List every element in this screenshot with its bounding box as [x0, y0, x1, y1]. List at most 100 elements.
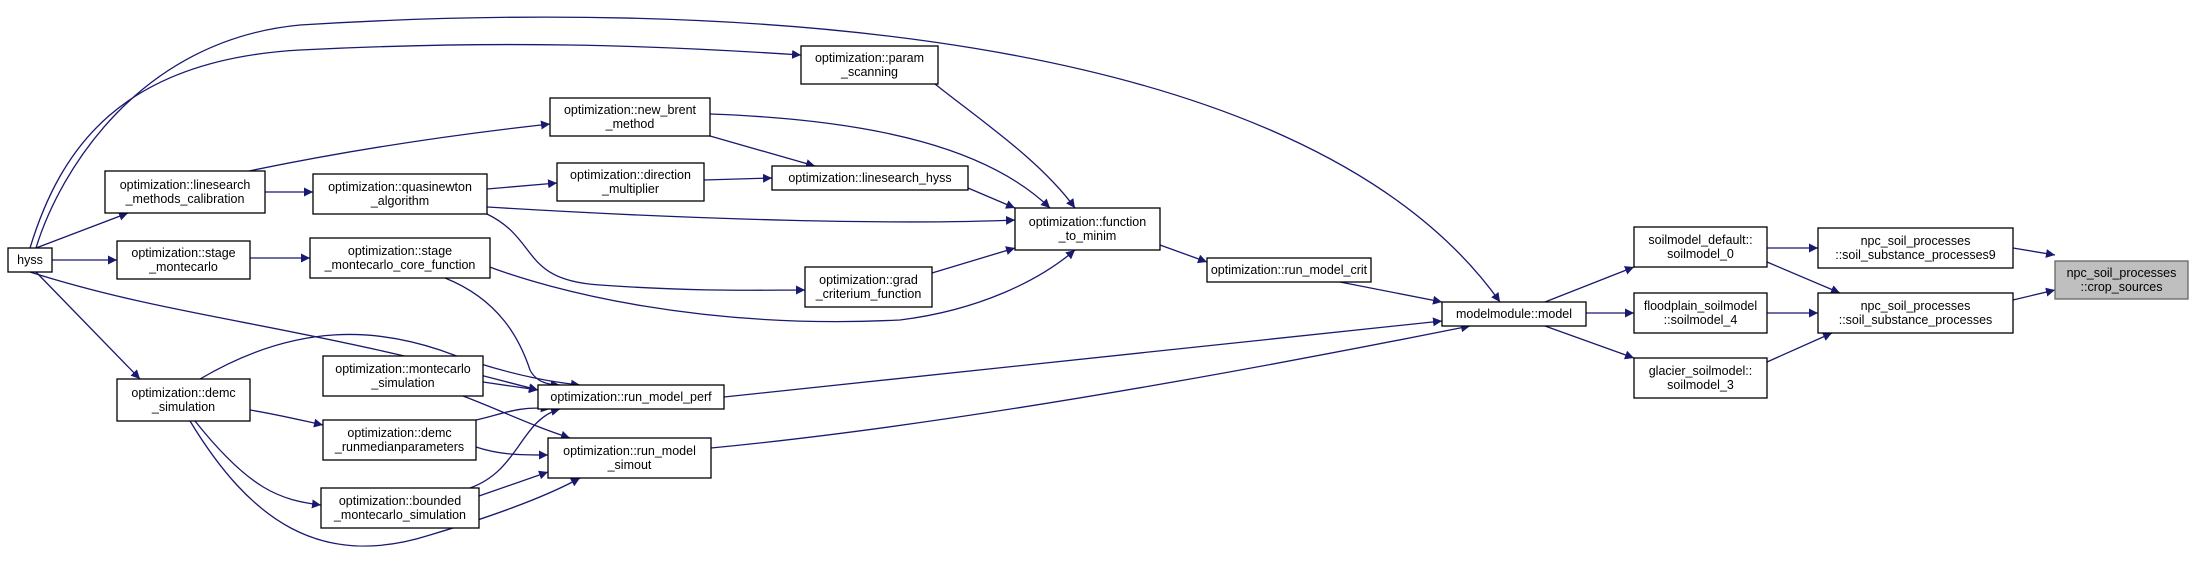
edge-demc_sim-to-bounded_mc	[194, 420, 322, 509]
node-label-line: _montecarlo	[148, 260, 218, 274]
edge-new_brent-to-ls_hyss	[709, 135, 816, 168]
node-quasinewton[interactable]: optimization::quasinewton_algorithm	[312, 173, 488, 215]
node-ls-hyss[interactable]: optimization::linesearch_hyss	[771, 165, 969, 191]
edge-quasinewton-to-direction	[486, 179, 558, 190]
node-box	[547, 437, 712, 479]
node-grad-crit[interactable]: optimization::grad_criterium_function	[804, 266, 933, 308]
node-label-line: _montecarlo_core_function	[324, 258, 476, 272]
node-box	[1014, 207, 1161, 251]
node-label-line: optimization::demc	[131, 386, 235, 400]
node-stage-mc-core[interactable]: optimization::stage_montecarlo_core_func…	[309, 237, 491, 279]
edge-soilmodel3-to-ssp	[1766, 332, 1833, 363]
node-label-line: optimization::function	[1029, 215, 1146, 229]
node-label-line: modelmodule::model	[1456, 307, 1572, 321]
node-label-line: optimization::stage	[348, 244, 452, 258]
node-ssp9[interactable]: npc_soil_processes::soil_substance_proce…	[1817, 227, 2014, 269]
node-label-line: soilmodel_default::	[1648, 233, 1752, 247]
node-model[interactable]: modelmodule::model	[1441, 301, 1587, 327]
edge-demc_sim-to-run_simout	[189, 420, 581, 547]
edge-mc_sim-to-run_simout	[462, 395, 571, 440]
node-box	[1817, 292, 2014, 334]
node-run-perf[interactable]: optimization::run_model_perf	[537, 384, 725, 410]
node-direction[interactable]: optimization::direction_multiplier	[556, 162, 705, 202]
node-soilmodel0[interactable]: soilmodel_default::soilmodel_0	[1633, 226, 1768, 268]
node-box	[1633, 226, 1768, 268]
node-label-line: optimization::demc	[347, 426, 451, 440]
node-crop[interactable]: npc_soil_processes::crop_sources	[2054, 260, 2189, 300]
node-box	[1441, 301, 1587, 327]
node-label-line: optimization::run_model_crit	[1211, 263, 1368, 277]
node-label-line: _multiplier	[601, 182, 659, 196]
node-func-minim[interactable]: optimization::function_to_minim	[1014, 207, 1161, 251]
node-soilmodel4[interactable]: floodplain_soilmodel::soilmodel_4	[1633, 292, 1768, 334]
node-box	[556, 162, 705, 202]
node-box	[1633, 357, 1768, 399]
node-box	[800, 45, 939, 85]
node-label-line: ::soil_substance_processes	[1839, 313, 1993, 327]
edge-soilmodel0-to-ssp	[1766, 261, 1841, 294]
node-box	[116, 378, 251, 422]
node-label-line: soilmodel_3	[1667, 378, 1734, 392]
edge-demc_run-to-run_perf	[475, 403, 551, 421]
node-label-line: soilmodel_0	[1667, 247, 1734, 261]
node-label-line: optimization::param	[815, 51, 924, 65]
node-label-line: _simout	[607, 458, 652, 472]
node-box	[116, 240, 251, 280]
node-label-line: _runmedianparameters	[334, 440, 464, 454]
node-box	[771, 165, 969, 191]
node-box	[322, 419, 477, 461]
node-box	[1633, 292, 1768, 334]
node-label-line: ::soilmodel_4	[1664, 313, 1738, 327]
node-label-line: optimization::stage	[131, 246, 235, 260]
edge-demc_run-to-run_simout	[475, 446, 549, 460]
node-bounded-mc[interactable]: optimization::bounded_montecarlo_simulat…	[320, 487, 480, 529]
node-label-line: optimization::grad	[819, 273, 918, 287]
edge-demc_sim-to-run_perf	[199, 333, 581, 389]
node-demc-sim[interactable]: optimization::demc_simulation	[116, 378, 251, 422]
edge-ssp-to-crop	[2012, 287, 2056, 301]
node-box	[804, 266, 933, 308]
node-label-line: npc_soil_processes	[1861, 234, 1971, 248]
node-label-line: optimization::bounded	[339, 494, 461, 508]
edge-hyss-to-model	[35, 16, 1501, 303]
node-param-scan[interactable]: optimization::param_scanning	[800, 45, 939, 85]
node-label-line: floodplain_soilmodel	[1644, 299, 1757, 313]
edge-hyss-to-param_scan	[29, 43, 802, 249]
node-box	[309, 237, 491, 279]
node-hyss[interactable]: hyss	[7, 247, 53, 273]
node-label-line: _simulation	[370, 376, 434, 390]
edge-ls_calib-to-new_brent	[248, 120, 551, 172]
node-box	[312, 173, 488, 215]
node-label-line: optimization::new_brent	[564, 103, 697, 117]
node-demc-run[interactable]: optimization::demc_runmedianparameters	[322, 419, 477, 461]
node-label-line: npc_soil_processes	[1861, 299, 1971, 313]
edge-direction-to-ls_hyss	[703, 173, 773, 183]
node-box	[1206, 257, 1372, 283]
node-ls-calib[interactable]: optimization::linesearch_methods_calibra…	[104, 170, 266, 214]
node-ssp[interactable]: npc_soil_processes::soil_substance_proce…	[1817, 292, 2014, 334]
nodes: hyss optimization::linesearch_methods_cal…	[7, 45, 2189, 529]
node-label-line: ::soil_substance_processes9	[1835, 248, 1996, 262]
node-label-line: npc_soil_processes	[2067, 266, 2177, 280]
node-mc-sim[interactable]: optimization::montecarlo_simulation	[322, 355, 484, 397]
node-box	[7, 247, 53, 273]
edge-run_simout-to-func_minim	[486, 249, 1076, 323]
node-label-line: _scanning	[840, 65, 898, 79]
node-new-brent[interactable]: optimization::new_brent_method	[549, 97, 711, 137]
node-label-line: _method	[605, 117, 655, 131]
edge-run_crit-to-model	[1339, 281, 1443, 305]
node-soilmodel3[interactable]: glacier_soilmodel::soilmodel_3	[1633, 357, 1768, 399]
node-stage-mc[interactable]: optimization::stage_montecarlo	[116, 240, 251, 280]
node-run-simout[interactable]: optimization::run_model_simout	[547, 437, 712, 479]
node-label-line: _methods_calibration	[125, 192, 245, 206]
node-label-line: optimization::linesearch_hyss	[788, 171, 951, 185]
edge-run_simout-to-model	[710, 323, 1471, 449]
node-box	[104, 170, 266, 214]
edge-ls_hyss-to-func_minim	[967, 187, 1016, 209]
edge-param_scan-to-func_minim	[934, 83, 1076, 209]
edge-hyss-to-demc_sim	[35, 271, 141, 380]
node-label-line: _montecarlo_simulation	[333, 508, 466, 522]
node-box	[2054, 260, 2189, 300]
node-run-crit[interactable]: optimization::run_model_crit	[1206, 257, 1372, 283]
edge-bounded_mc-to-run_simout	[478, 470, 549, 497]
